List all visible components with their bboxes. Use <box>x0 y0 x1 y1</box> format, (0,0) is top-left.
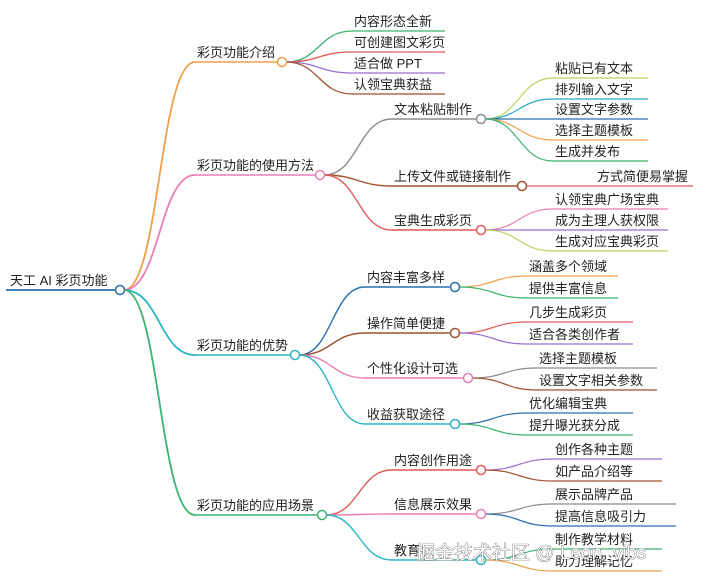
branch-2-sub-3-label: 收益获取途径 <box>367 407 445 422</box>
branch-3-sub-2-leaf-1-label: 助力理解记忆 <box>555 554 633 569</box>
branch-2-sub-3-connector <box>298 354 366 425</box>
branch-3-sub-0-leaf-0-connector <box>484 458 554 471</box>
branch-3-connector <box>123 289 196 516</box>
branch-0-leaf-3-label: 认领宝典获益 <box>354 77 432 92</box>
branch-2-label: 彩页功能的优势 <box>197 338 288 353</box>
branch-3-label: 彩页功能的应用场景 <box>197 498 314 513</box>
branch-1-sub-0-leaf-1-label: 排列输入文字 <box>555 82 633 97</box>
branch-3-sub-0-leaf-1-connector <box>484 469 554 482</box>
branch-3-sub-0-leaf-1-label: 如产品介绍等 <box>555 464 633 479</box>
branch-1-sub-0-leaf-1-connector <box>484 98 554 120</box>
branch-2-sub-2-connector <box>298 354 366 379</box>
branch-1-sub-2-leaf-2-connector <box>484 229 554 252</box>
branch-1-sub-2-label: 宝典生成彩页 <box>394 213 472 228</box>
branch-0-leaf-2-label: 适合做 PPT <box>354 56 422 71</box>
branch-3-sub-1-leaf-0-label: 展示品牌产品 <box>555 487 633 502</box>
watermark-text: 掘金技术社区 @ Leon_vibs <box>416 542 646 564</box>
branch-2-sub-2-leaf-1-label: 设置文字相关参数 <box>539 373 643 388</box>
branch-2-sub-0-label: 内容丰富多样 <box>367 270 445 285</box>
branch-0-leaf-1-label: 可创建图文彩页 <box>354 35 445 50</box>
branch-1-sub-0-leaf-0-label: 粘贴已有文本 <box>555 61 633 76</box>
branch-2-sub-0-collapse-knob[interactable] <box>449 281 461 293</box>
branch-1-sub-0-collapse-knob[interactable] <box>475 113 487 125</box>
branch-1-sub-0-leaf-3-label: 选择主题模板 <box>555 123 633 138</box>
branch-3-sub-1-label: 信息展示效果 <box>394 497 472 512</box>
branch-2-sub-3-leaf-1-label: 提升曝光获分成 <box>529 418 620 433</box>
branch-3-sub-2-leaf-1-connector <box>484 559 554 572</box>
branch-2-sub-1-collapse-knob[interactable] <box>449 327 461 339</box>
branch-3-sub-1-leaf-0-connector <box>484 503 554 515</box>
branch-2-sub-1-label: 操作简单便捷 <box>367 316 445 331</box>
branch-1-sub-0-leaf-4-connector <box>484 118 554 162</box>
branch-2-sub-0-connector <box>298 286 366 356</box>
branch-2-sub-2-leaf-1-connector <box>471 377 538 391</box>
branch-2-sub-1-leaf-1-connector <box>458 332 528 345</box>
branch-1-sub-0-connector <box>323 118 393 176</box>
branch-3-sub-0-collapse-knob[interactable] <box>475 464 487 476</box>
branch-3-sub-0-label: 内容创作用途 <box>394 453 472 468</box>
branch-0-collapse-knob[interactable] <box>276 56 288 68</box>
branch-2-sub-2-collapse-knob[interactable] <box>462 372 474 384</box>
branch-3-sub-2-label: 教育 <box>394 543 420 558</box>
branch-1-sub-0-leaf-0-connector <box>484 77 554 120</box>
branch-1-sub-2-leaf-0-label: 认领宝典广场宝典 <box>555 192 659 207</box>
branch-1-sub-1-connector <box>323 174 393 187</box>
branch-1-sub-1-label: 上传文件或链接制作 <box>394 169 511 184</box>
branch-2-sub-1-leaf-0-connector <box>458 321 528 334</box>
branch-1-sub-2-leaf-0-connector <box>484 208 554 231</box>
branch-1-sub-0-leaf-2-label: 设置文字参数 <box>555 102 633 117</box>
root-collapse-knob[interactable] <box>114 284 126 296</box>
branch-3-sub-1-leaf-1-connector <box>484 513 554 527</box>
branch-1-connector <box>123 174 196 291</box>
branch-1-label: 彩页功能的使用方法 <box>197 158 314 173</box>
branch-2-sub-1-leaf-0-label: 几步生成彩页 <box>529 305 607 320</box>
branch-3-sub-1-connector <box>325 513 393 516</box>
branch-2-collapse-knob[interactable] <box>289 349 301 361</box>
branch-3-sub-0-connector <box>325 469 393 516</box>
branch-1-sub-2-connector <box>323 174 393 231</box>
branch-0-connector <box>123 61 196 291</box>
branch-2-sub-1-leaf-1-label: 适合各类创作者 <box>529 327 620 342</box>
branch-1-sub-2-leaf-2-label: 生成对应宝典彩页 <box>555 234 659 249</box>
branch-3-sub-1-collapse-knob[interactable] <box>475 508 487 520</box>
branch-3-sub-2-leaf-0-label: 制作教学材料 <box>555 532 633 547</box>
branch-1-sub-0-leaf-4-label: 生成并发布 <box>555 144 620 159</box>
branch-2-sub-0-leaf-0-label: 涵盖多个领域 <box>529 259 607 274</box>
branch-2-sub-2-label: 个性化设计可选 <box>367 361 458 376</box>
branch-2-sub-3-leaf-0-connector <box>458 412 528 425</box>
branch-2-sub-0-leaf-1-connector <box>458 286 528 299</box>
branch-1-sub-1-collapse-knob[interactable] <box>516 180 528 192</box>
branch-1-sub-1-leaf-0-label: 方式简便易掌握 <box>597 169 688 184</box>
branch-2-sub-3-leaf-1-connector <box>458 423 528 436</box>
branch-2-sub-3-collapse-knob[interactable] <box>449 418 461 430</box>
branch-3-collapse-knob[interactable] <box>316 509 328 521</box>
branch-2-sub-2-leaf-0-connector <box>471 367 538 379</box>
branch-0-leaf-0-label: 内容形态全新 <box>354 14 432 29</box>
branch-2-sub-2-leaf-0-label: 选择主题模板 <box>539 351 617 366</box>
branch-2-connector <box>123 289 196 356</box>
branch-2-sub-0-leaf-1-label: 提供丰富信息 <box>529 281 607 296</box>
branch-1-sub-0-label: 文本粘贴制作 <box>394 102 472 117</box>
root-node-label: 天工 AI 彩页功能 <box>10 273 108 288</box>
branch-0-label: 彩页功能介绍 <box>197 45 275 60</box>
branch-1-sub-0-leaf-3-connector <box>484 118 554 141</box>
branch-0-leaf-3-connector <box>285 61 353 95</box>
branch-2-sub-1-connector <box>298 332 366 356</box>
branch-3-sub-1-leaf-1-label: 提高信息吸引力 <box>555 509 646 524</box>
branch-3-sub-0-leaf-0-label: 创作各种主题 <box>555 442 633 457</box>
branch-3-sub-2-collapse-knob[interactable] <box>475 554 487 566</box>
branch-1-collapse-knob[interactable] <box>314 169 326 181</box>
branch-2-sub-0-leaf-0-connector <box>458 275 528 288</box>
branch-3-sub-2-connector <box>325 514 393 561</box>
branch-1-sub-2-leaf-1-label: 成为主理人获权限 <box>555 213 659 228</box>
branch-1-sub-2-collapse-knob[interactable] <box>475 224 487 236</box>
branch-2-sub-3-leaf-0-label: 优化编辑宝典 <box>529 396 607 411</box>
